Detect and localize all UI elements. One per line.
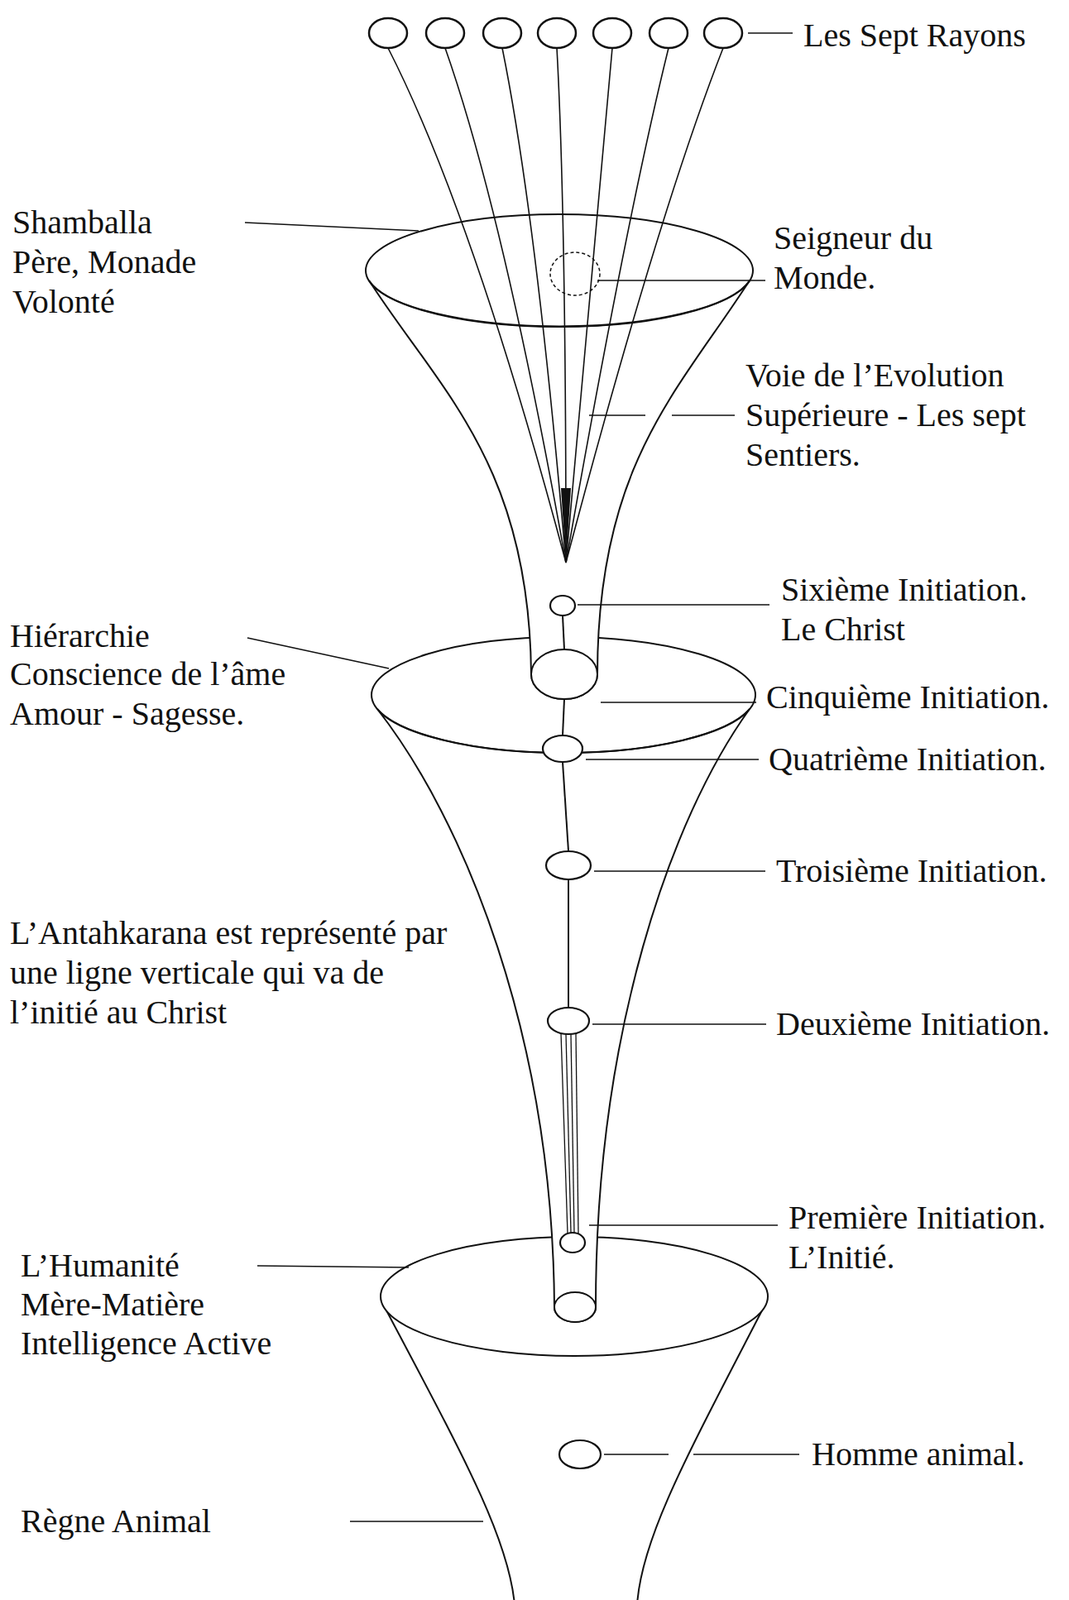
leader-line: [600, 701, 757, 704]
antahkarana-segment: [562, 699, 565, 736]
animal-funnel-side: [386, 1310, 515, 1600]
ray-line: [502, 47, 566, 563]
ray-circle: [704, 18, 743, 48]
ray-line: [565, 47, 613, 563]
ray-circle: [369, 18, 408, 48]
shamballa-rim: [365, 214, 753, 327]
leader-line: [693, 1453, 800, 1456]
ray-line: [445, 47, 566, 563]
diagram-label: Volonté: [12, 282, 116, 322]
antahkarana-thread: [570, 1034, 575, 1233]
leader-lines: [244, 33, 800, 1522]
ray-circle: [593, 18, 632, 48]
diagram-label: Hiérarchie: [9, 616, 150, 657]
diagram-label: Première Initiation. L’Initié.: [788, 1198, 1062, 1278]
antahkarana-segment: [562, 615, 565, 650]
hierarchy-tube-end: [554, 1292, 596, 1323]
diagram-label: Cinquième Initiation.: [766, 677, 1050, 718]
sixth-initiation-ellipse: [550, 595, 576, 616]
leader-line: [594, 870, 766, 873]
diagram-label: Mère-Matière: [20, 1284, 205, 1325]
diagram-label: L’Humanité: [20, 1246, 180, 1286]
diagram-label: Amour - Sagesse.: [9, 694, 245, 734]
fourth-initiation-ellipse: [542, 735, 583, 763]
diagram-label: Troisième Initiation.: [776, 851, 1047, 892]
leader-line: [577, 604, 770, 606]
rays-tip: [560, 488, 571, 565]
antahkarana-line: [560, 615, 579, 1234]
ray-circle: [483, 18, 522, 48]
leader-line: [597, 279, 766, 282]
diagram-label: Les Sept Rayons: [803, 15, 1026, 56]
ray-line: [388, 47, 566, 563]
antahkarana-thread: [575, 1033, 579, 1234]
leader-line: [671, 414, 735, 417]
leader-line: [592, 1023, 767, 1026]
animal-funnel-side: [637, 1310, 763, 1600]
leader-line: [589, 1224, 778, 1227]
ray-circle: [537, 18, 576, 48]
first-initiation-ellipse: [560, 1232, 585, 1253]
leader-line: [257, 1265, 409, 1268]
leader-line: [747, 32, 793, 34]
leader-line: [589, 414, 646, 417]
seven-rays: [388, 47, 724, 563]
leader-line: [244, 222, 419, 231]
diagram-label: Homme animal.: [811, 1434, 1026, 1475]
diagram-label: Voie de l’Evolution Supérieure - Les sep…: [745, 355, 1060, 475]
antahkarana-thread: [565, 1034, 571, 1233]
animal-man-ellipse: [559, 1440, 601, 1469]
ray-line: [565, 47, 724, 563]
ray-circle: [426, 18, 465, 48]
ray-line: [565, 47, 669, 563]
diagram-label: Intelligence Active: [20, 1323, 272, 1364]
ray-line: [556, 47, 566, 563]
diagram-label: L’Antahkarana est représenté par une lig…: [9, 913, 457, 1033]
antahkarana-segment: [567, 879, 570, 1008]
diagram-label: Règne Animal: [20, 1501, 211, 1542]
initiation-ellipses: [542, 595, 601, 1469]
third-initiation-ellipse: [546, 851, 591, 880]
diagram-label: Conscience de l’âme: [9, 654, 286, 695]
diagram-label: Shamballa: [12, 202, 153, 243]
hierarchy-funnel: [377, 709, 750, 1323]
second-initiation-ellipse: [547, 1007, 590, 1035]
lord-of-world-ellipse: [550, 252, 600, 296]
antahkarana-segment: [562, 762, 569, 852]
leader-line: [585, 758, 759, 761]
leader-line: [349, 1520, 484, 1523]
diagram-label: Père, Monade: [12, 242, 197, 283]
diagram-label: Quatrième Initiation.: [768, 739, 1046, 780]
ray-circles: [369, 18, 743, 48]
diagram-label: Deuxième Initiation.: [776, 1004, 1050, 1045]
diagram-label: Sixième Initiation. Le Christ: [781, 570, 1055, 650]
leader-line: [604, 1453, 669, 1456]
ray-circle: [649, 18, 688, 48]
fifth-initiation-ellipse: [531, 649, 598, 700]
diagram-label: Seigneur du Monde.: [773, 218, 1022, 298]
